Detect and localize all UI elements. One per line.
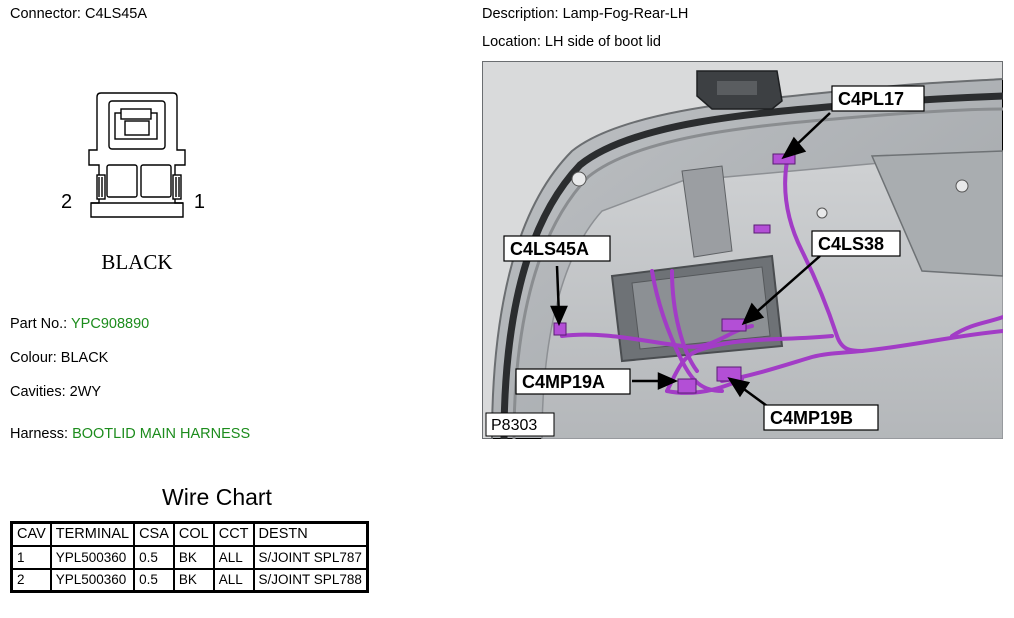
part-number-label: Part No.: (10, 316, 68, 332)
pin-number-1: 1 (194, 191, 205, 213)
header-destn: DESTN (252, 521, 369, 547)
harness-row: Harness: BOOTLID MAIN HARNESS (10, 426, 250, 442)
cell-cav: 2 (10, 567, 52, 593)
callout-c4pl17: C4PL17 (838, 89, 904, 109)
description-label: Description: (482, 6, 559, 22)
table-row: 2 YPL500360 0.5 BK ALL S/JOINT SPL788 (10, 567, 369, 593)
harness-link[interactable]: BOOTLID MAIN HARNESS (72, 426, 251, 442)
pin-number-2: 2 (61, 191, 72, 213)
cell-csa: 0.5 (133, 567, 175, 593)
header-cct: CCT (212, 521, 255, 547)
cavities-row: Cavities: 2WY (10, 384, 101, 400)
wire-chart-table: CAV TERMINAL CSA COL CCT DESTN 1 YPL5003… (10, 521, 369, 593)
cell-col: BK (172, 567, 215, 593)
colour-label: Colour: (10, 350, 57, 366)
cavities-label: Cavities: (10, 384, 66, 400)
photo-reference: P8303 (491, 417, 537, 434)
part-number-link[interactable]: YPC908890 (71, 316, 150, 332)
wire-chart-title: Wire Chart (162, 484, 272, 510)
table-row: 1 YPL500360 0.5 BK ALL S/JOINT SPL787 (10, 544, 369, 570)
description-row: Description: Lamp-Fog-Rear-LH (482, 6, 688, 22)
header-cav: CAV (10, 521, 52, 547)
location-value: LH side of boot lid (544, 34, 661, 50)
cell-csa: 0.5 (133, 544, 175, 570)
connector-face-diagram: 2 1 BLACK (61, 92, 205, 274)
cell-destn: S/JOINT SPL787 (252, 544, 369, 570)
cell-cct: ALL (212, 567, 255, 593)
cell-cct: ALL (212, 544, 255, 570)
connector-color-text: BLACK (101, 250, 172, 274)
cell-destn: S/JOINT SPL788 (252, 567, 369, 593)
connector-id: C4LS45A (84, 6, 148, 22)
cell-cav: 1 (10, 544, 52, 570)
cavities-value: 2WY (69, 384, 102, 400)
callout-c4ls38: C4LS38 (818, 234, 884, 254)
cell-terminal: YPL500360 (49, 567, 136, 593)
callout-c4ls45a: C4LS45A (510, 239, 589, 259)
callout-c4mp19b: C4MP19B (770, 408, 853, 428)
location-row: Location: LH side of boot lid (482, 34, 661, 50)
cell-terminal: YPL500360 (49, 544, 136, 570)
harness-label: Harness: (10, 426, 69, 442)
colour-row: Colour: BLACK (10, 350, 108, 366)
callout-c4mp19a: C4MP19A (522, 372, 605, 392)
header-col: COL (172, 521, 215, 547)
header-csa: CSA (133, 521, 175, 547)
colour-value: BLACK (60, 350, 109, 366)
wire-chart-header-row: CAV TERMINAL CSA COL CCT DESTN (10, 521, 369, 547)
connector-heading: Connector: C4LS45A (10, 6, 147, 22)
location-label: Location: (482, 34, 541, 50)
header-terminal: TERMINAL (49, 521, 136, 547)
location-photo: C4PL17 C4LS45A C4LS38 C4MP19A C4MP19B P8… (482, 61, 1003, 439)
cell-col: BK (172, 544, 215, 570)
connector-label: Connector: (10, 6, 81, 22)
part-number-row: Part No.: YPC908890 (10, 316, 149, 332)
description-value: Lamp-Fog-Rear-LH (562, 6, 689, 22)
